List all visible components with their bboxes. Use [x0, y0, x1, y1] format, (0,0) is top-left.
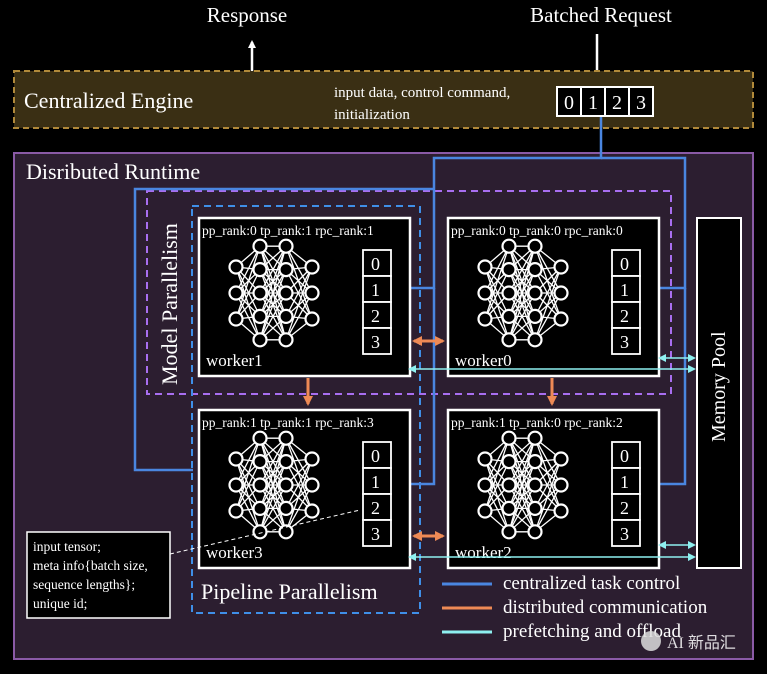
pipeline-parallelism-box	[191, 205, 421, 614]
worker-slot-1: 1	[611, 275, 641, 303]
neural-network-icon	[228, 430, 320, 540]
worker-worker3: pp_rank:1 tp_rank:1 rpc_rank:3 worker3 0 1 2…	[197, 408, 412, 570]
legend: centralized task control distributed comm…	[442, 573, 708, 642]
worker-worker2: pp_rank:1 tp_rank:0 rpc_rank:2 worker2 0 1 2…	[446, 408, 661, 570]
request-slot-label: 1	[588, 92, 598, 114]
worker-slot-label: 0	[371, 254, 380, 274]
worker-ranks: pp_rank:1 tp_rank:0 rpc_rank:2	[451, 415, 623, 430]
memory-pool-label: Memory Pool	[708, 331, 730, 442]
worker-slot-3: 3	[611, 327, 641, 355]
worker-slot-3: 3	[611, 519, 641, 547]
note-line1: input tensor;	[33, 539, 101, 554]
worker-slot-0: 0	[362, 249, 392, 277]
legend-item-2: prefetching and offload	[442, 621, 681, 642]
legend-label: centralized task control	[503, 573, 680, 594]
worker-slot-label: 2	[620, 306, 629, 326]
memory-pool-box	[696, 217, 742, 569]
request-slot-label: 2	[612, 92, 622, 114]
worker-slot-0: 0	[611, 249, 641, 277]
worker-slot-label: 2	[371, 498, 380, 518]
neural-network-icon	[228, 238, 320, 348]
model-parallelism-label: Model Parallelism	[157, 223, 182, 385]
worker-slot-label: 3	[620, 332, 629, 352]
worker-worker1: pp_rank:0 tp_rank:1 rpc_rank:1 worker1 0 1 2…	[197, 216, 412, 378]
legend-item-1: distributed communication	[442, 597, 708, 618]
worker-slot-2: 2	[362, 493, 392, 521]
worker-slot-label: 3	[620, 524, 629, 544]
worker-slot-1: 1	[611, 467, 641, 495]
worker-slot-label: 0	[620, 254, 629, 274]
worker-slot-label: 1	[620, 472, 629, 492]
worker-slot-label: 0	[620, 446, 629, 466]
note-line3: sequence lengths};	[33, 577, 135, 592]
worker-slot-label: 2	[620, 498, 629, 518]
worker-slot-label: 1	[371, 280, 380, 300]
worker-slot-0: 0	[611, 441, 641, 469]
note-line4: unique id;	[33, 596, 87, 611]
model-parallelism-box	[146, 190, 672, 395]
input-tensor-note-pointer	[169, 509, 361, 555]
request-slot-0: 0	[556, 86, 582, 117]
worker-slot-0: 0	[362, 441, 392, 469]
request-slot-3: 3	[628, 86, 654, 117]
engine-input-desc-line2: initialization	[334, 107, 410, 123]
pipeline-parallelism-label: Pipeline Parallelism	[201, 579, 378, 604]
worker-ranks: pp_rank:1 tp_rank:1 rpc_rank:3	[202, 415, 374, 430]
worker-slot-1: 1	[362, 467, 392, 495]
worker-slot-label: 1	[371, 472, 380, 492]
worker-slot-2: 2	[611, 493, 641, 521]
worker-slot-3: 3	[362, 327, 392, 355]
worker-slot-label: 2	[371, 306, 380, 326]
wechat-logo-icon	[641, 631, 661, 651]
legend-item-0: centralized task control	[442, 573, 680, 594]
batched-request-label: Batched Request	[530, 3, 672, 27]
worker-slot-3: 3	[362, 519, 392, 547]
workers-group: pp_rank:0 tp_rank:1 rpc_rank:1 worker1 0 1 2…	[197, 216, 661, 570]
worker-name: worker3	[206, 543, 263, 562]
legend-label: distributed communication	[503, 597, 708, 618]
request-slot-1: 1	[580, 86, 606, 117]
prefetch-offload-lines	[408, 354, 696, 561]
control-line-to-worker1	[394, 117, 603, 293]
request-slot-2: 2	[604, 86, 630, 117]
watermark: AI 新品汇	[641, 631, 736, 652]
worker-ranks: pp_rank:0 tp_rank:0 rpc_rank:0	[451, 223, 623, 238]
neural-network-icon	[477, 430, 569, 540]
note-line2: meta info{batch size,	[33, 558, 148, 573]
neural-network-icon	[477, 238, 569, 348]
worker-ranks: pp_rank:0 tp_rank:1 rpc_rank:1	[202, 223, 374, 238]
worker-name: worker0	[455, 351, 512, 370]
worker-slot-label: 3	[371, 332, 380, 352]
worker-worker0: pp_rank:0 tp_rank:0 rpc_rank:0 worker0 0 1 2…	[446, 216, 661, 378]
request-slot-label: 3	[636, 92, 646, 114]
worker-slot-label: 3	[371, 524, 380, 544]
distributed-communication-lines	[303, 336, 557, 541]
runtime-title: Disributed Runtime	[26, 159, 200, 184]
watermark-text: AI 新品汇	[667, 634, 736, 652]
input-tensor-note-box	[26, 531, 171, 619]
request-slot-label: 0	[564, 92, 574, 114]
legend-label: prefetching and offload	[503, 621, 681, 642]
worker-slot-label: 0	[371, 446, 380, 466]
worker-slot-1: 1	[362, 275, 392, 303]
control-line-left-loop	[133, 187, 434, 472]
worker-slot-2: 2	[611, 301, 641, 329]
engine-input-desc-line1: input data, control command,	[334, 85, 510, 101]
worker-name: worker1	[206, 351, 263, 370]
worker-name: worker2	[455, 543, 512, 562]
worker-slot-label: 1	[620, 280, 629, 300]
engine-title: Centralized Engine	[24, 88, 193, 113]
worker-slot-2: 2	[362, 301, 392, 329]
response-label: Response	[207, 3, 288, 27]
